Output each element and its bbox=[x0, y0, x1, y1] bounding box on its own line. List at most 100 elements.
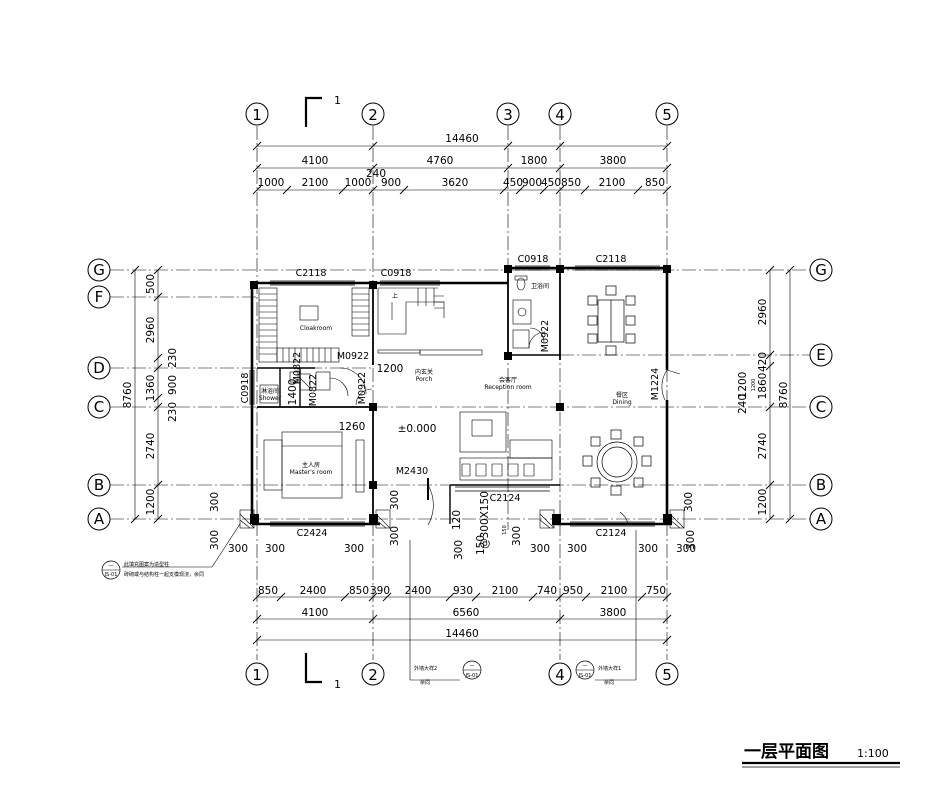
dim-bottom-small: 2400 bbox=[405, 585, 432, 597]
dim-right-total: 8760 bbox=[778, 382, 790, 409]
room-shower-cn: 淋浴间 bbox=[261, 387, 279, 395]
dim-misc: 1260 bbox=[339, 421, 366, 433]
master-bed bbox=[263, 431, 365, 499]
stair-up-label: 上 bbox=[392, 292, 398, 300]
dim-bottom-mid: 4100 bbox=[302, 607, 329, 619]
opening-code: M0922 bbox=[337, 351, 369, 362]
shower-fixtures bbox=[259, 371, 349, 404]
dim-top-mid: 4100 bbox=[302, 155, 329, 167]
axis-c-left: C bbox=[94, 398, 104, 416]
dim-left-total: 8760 bbox=[122, 382, 134, 409]
axis-labels: 1 2 3 4 5 1 2 4 5 G F D C B A G E C B A bbox=[93, 106, 827, 684]
axis-b-left: B bbox=[94, 476, 104, 494]
dim-bottom-small: 2100 bbox=[601, 585, 628, 597]
opening-code: C0918 bbox=[381, 268, 412, 279]
room-master-cn: 主人房 bbox=[302, 461, 320, 469]
axis-2-bottom: 2 bbox=[368, 666, 378, 684]
dim-misc: 1200 bbox=[377, 363, 404, 375]
opening-code: C2124 bbox=[490, 493, 521, 504]
dim-top-small: 1000 bbox=[345, 177, 372, 189]
dim-porch: 300 bbox=[638, 543, 658, 555]
opening-code: C0918 bbox=[240, 373, 251, 404]
note-symbol-ref: JS-01 bbox=[104, 572, 118, 578]
dim-right: 2960 bbox=[757, 299, 769, 326]
dim-left: 500 bbox=[145, 274, 157, 294]
opening-code: C2124 bbox=[596, 528, 627, 539]
dim-bottom-small: 740 bbox=[537, 585, 557, 597]
dim-porch: 300 bbox=[228, 543, 248, 555]
dimension-lines bbox=[110, 126, 810, 660]
note-line-1: 此填充图案为造型柱 bbox=[124, 561, 169, 568]
section-marks bbox=[304, 96, 322, 684]
dim-porch: 300 bbox=[209, 492, 221, 512]
level-mark: ±0.000 bbox=[398, 423, 437, 435]
axis-b-right: B bbox=[816, 476, 826, 494]
room-dining-en: Dining bbox=[612, 399, 632, 406]
room-labels: Cloakroom 淋浴间 Shower 主人房 Master's room 内… bbox=[259, 282, 632, 476]
dim-right: 420 bbox=[757, 352, 769, 372]
dim-porch: 300 bbox=[685, 530, 697, 550]
room-porch-cn: 内玄关 bbox=[415, 368, 433, 376]
axis-3-top: 3 bbox=[503, 106, 513, 124]
dim-bottom-small: 850 bbox=[349, 585, 369, 597]
dim-bottom-mid: 6560 bbox=[453, 607, 480, 619]
note-symbol-num: 一 bbox=[108, 564, 113, 570]
column-note: @300X150 bbox=[479, 491, 491, 549]
dim-porch: 150 bbox=[502, 525, 508, 535]
opening-code: M0922 bbox=[540, 320, 551, 352]
pillar-note: 一 JS-01 此填充图案为造型柱 砖砌或与结构柱一起支模现浇，余同 bbox=[101, 523, 241, 580]
drawing-scale: 1:100 bbox=[857, 747, 889, 760]
dim-left: 230 bbox=[167, 348, 179, 368]
opening-code: M0822 bbox=[308, 374, 319, 406]
walls bbox=[250, 266, 672, 526]
dim-bottom-small: 950 bbox=[563, 585, 583, 597]
dim-top-small: 240 bbox=[366, 168, 386, 180]
opening-code: M2430 bbox=[396, 466, 428, 477]
dim-top-small: 900 bbox=[522, 177, 542, 189]
dim-porch: 300 bbox=[567, 543, 587, 555]
detail-callout-sub: 余同 bbox=[420, 679, 430, 686]
dim-porch: 300 bbox=[530, 543, 550, 555]
axis-a-left: A bbox=[94, 510, 105, 528]
dim-right: 1200 bbox=[737, 372, 749, 399]
dim-bottom-small: 2400 bbox=[300, 585, 327, 597]
dim-top-mid: 3800 bbox=[600, 155, 627, 167]
dim-left: 2740 bbox=[145, 433, 157, 460]
detail-symbol-ref: JS-01 bbox=[465, 673, 479, 679]
dim-left: 2960 bbox=[145, 317, 157, 344]
dim-porch: 120 bbox=[451, 510, 463, 530]
dim-porch: 300 bbox=[511, 526, 523, 546]
opening-code: C0918 bbox=[518, 254, 549, 265]
dim-right: 1200 bbox=[757, 489, 769, 516]
room-porch-en: Porch bbox=[416, 376, 433, 383]
axis-4-top: 4 bbox=[555, 106, 565, 124]
dim-bottom-small: 2100 bbox=[492, 585, 519, 597]
dim-left: 1200 bbox=[145, 489, 157, 516]
dim-top-total: 14460 bbox=[445, 133, 478, 145]
detail-callout-sub: 余同 bbox=[604, 679, 614, 686]
dim-bottom-small: 930 bbox=[453, 585, 473, 597]
bathroom-fixtures bbox=[512, 275, 545, 349]
opening-code: C2118 bbox=[596, 254, 627, 265]
room-reception-en: Reception room bbox=[484, 384, 531, 391]
axis-c-right: C bbox=[816, 398, 826, 416]
cloakroom-wardrobes bbox=[258, 287, 370, 363]
section-mark-bottom: 1 bbox=[334, 678, 341, 691]
misc-dimensions: 1200 1200 1260 1400 @300X150 bbox=[287, 363, 757, 549]
room-bath-cn: 卫浴间 bbox=[531, 282, 549, 290]
dim-misc: 1200 bbox=[751, 379, 757, 392]
left-dimensions: 8760 500 2960 230 900 1360 230 2740 1200 bbox=[122, 274, 179, 515]
top-dimensions: 14460 4100 4760 1800 3800 1000 2100 1000… bbox=[258, 133, 665, 189]
dim-right: 2740 bbox=[757, 433, 769, 460]
dim-porch: 300 bbox=[209, 530, 221, 550]
dim-top-mid: 1800 bbox=[521, 155, 548, 167]
dim-top-small: 2100 bbox=[302, 177, 329, 189]
room-shower-en: Shower bbox=[259, 395, 282, 402]
dim-left: 230 bbox=[167, 402, 179, 422]
dim-bottom-total: 14460 bbox=[445, 628, 478, 640]
dim-misc: 1400 bbox=[287, 379, 299, 406]
dining-furniture bbox=[582, 285, 652, 496]
dim-right: 1860 bbox=[757, 373, 769, 400]
dim-porch: 150 bbox=[475, 535, 487, 555]
